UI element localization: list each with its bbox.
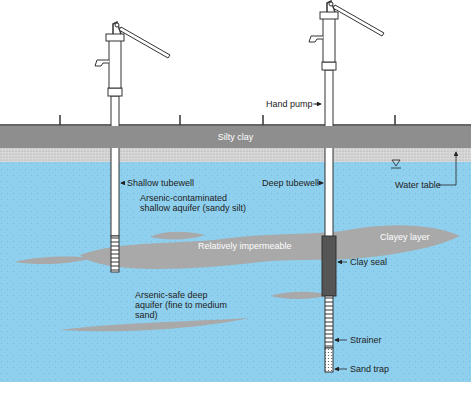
aquifer-name: Arsenic-safe deep aquifer (fine to mediu…: [135, 290, 230, 320]
part-name: Water table: [395, 180, 441, 190]
aquifer-name: Arsenic-contaminated shallow aquifer (sa…: [140, 193, 250, 213]
part-name: Clay seal: [350, 257, 387, 267]
soil-band: Silty clay: [0, 126, 471, 148]
part-name: Deep tubewell: [262, 178, 319, 188]
layer-name: Relatively impermeable: [198, 241, 292, 251]
part-name: Hand pump: [266, 99, 313, 109]
layer-name: Silty clay: [218, 132, 254, 142]
layer-name: Clayey layer: [380, 232, 430, 242]
part-name: Sand trap: [350, 364, 389, 374]
part-name: Strainer: [350, 335, 382, 345]
part-name: Shallow tubewell: [127, 178, 194, 188]
